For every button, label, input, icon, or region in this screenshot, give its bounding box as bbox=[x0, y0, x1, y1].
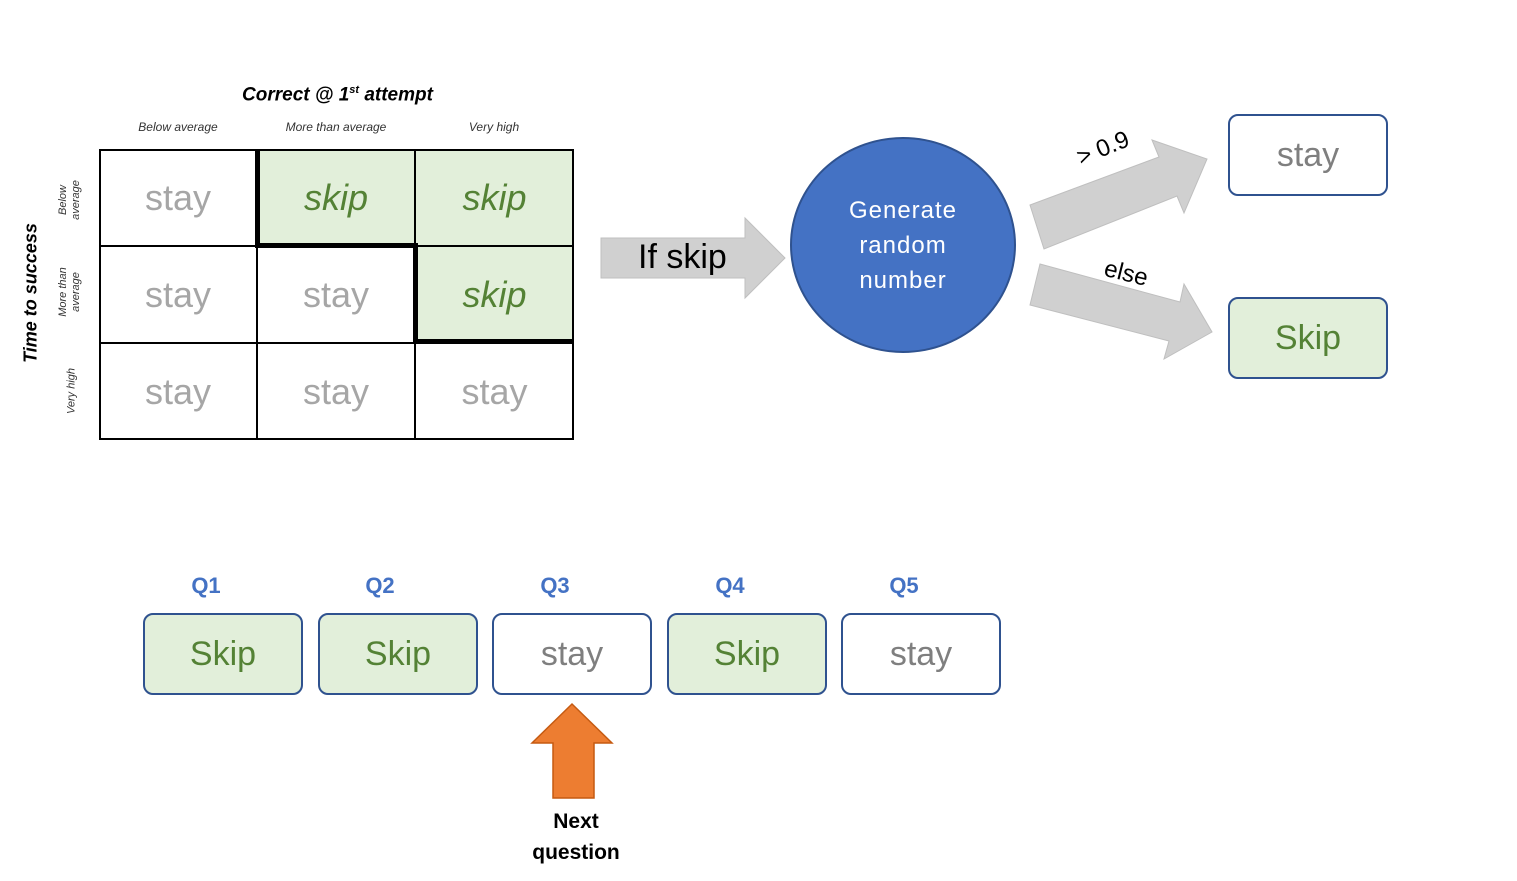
question-box-q4: Skip bbox=[667, 613, 827, 695]
decision-matrix: stay skip skip stay stay skip stay stay … bbox=[99, 149, 574, 440]
if-skip-arrow bbox=[600, 216, 786, 300]
question-label-q2: Q2 bbox=[365, 573, 395, 598]
matrix-cell-r1-c3: skip bbox=[415, 149, 574, 246]
column-header-more-than-average: More than average bbox=[285, 120, 387, 134]
gt-arrow bbox=[1029, 139, 1208, 250]
matrix-cell-r1-c1: stay bbox=[144, 176, 212, 218]
matrix-cell-r2-c3: skip bbox=[415, 246, 574, 343]
grid-line-v1 bbox=[256, 149, 258, 440]
question-label-q3: Q3 bbox=[540, 573, 570, 598]
grid-border-left bbox=[99, 149, 101, 440]
question-box-q2: Skip bbox=[318, 613, 478, 695]
skip-boundary-h1 bbox=[255, 243, 417, 248]
outcome-skip-box: Skip bbox=[1228, 297, 1388, 379]
column-header-below-average: Below average bbox=[138, 120, 218, 134]
grid-border-top bbox=[99, 149, 574, 151]
question-box-q3: stay bbox=[492, 613, 652, 695]
matrix-cell-r3-c3: stay bbox=[461, 370, 528, 412]
question-box-q5: stay bbox=[841, 613, 1001, 695]
question-label-q1: Q1 bbox=[191, 573, 221, 598]
matrix-title: Correct @ 1st attempt bbox=[242, 84, 433, 106]
next-question-arrow bbox=[530, 702, 614, 799]
matrix-cell-r3-c1: stay bbox=[144, 370, 212, 412]
question-label-q5: Q5 bbox=[889, 573, 919, 598]
skip-boundary-h2 bbox=[413, 339, 574, 344]
grid-line-h2 bbox=[99, 342, 574, 344]
grid-border-right bbox=[572, 149, 574, 440]
matrix-cell-r3-c2: stay bbox=[302, 370, 370, 412]
matrix-cell-r2-c1: stay bbox=[144, 273, 212, 315]
else-arrow bbox=[1029, 263, 1213, 361]
skip-boundary-v1 bbox=[255, 149, 260, 248]
grid-border-bottom bbox=[99, 438, 574, 440]
random-number-node: Generate random number bbox=[790, 137, 1016, 353]
if-skip-label: If skip bbox=[638, 238, 727, 276]
skip-boundary-v2 bbox=[413, 243, 418, 343]
question-label-q4: Q4 bbox=[715, 573, 745, 598]
matrix-cell-r2-c2: stay bbox=[302, 273, 370, 315]
matrix-cell-r1-c2: skip bbox=[257, 149, 415, 246]
random-number-label: Generate random number bbox=[848, 196, 958, 294]
outcome-stay-box: stay bbox=[1228, 114, 1388, 196]
column-header-very-high: Very high bbox=[468, 120, 520, 134]
next-question-label: Next question bbox=[532, 810, 620, 864]
question-box-q1: Skip bbox=[143, 613, 303, 695]
